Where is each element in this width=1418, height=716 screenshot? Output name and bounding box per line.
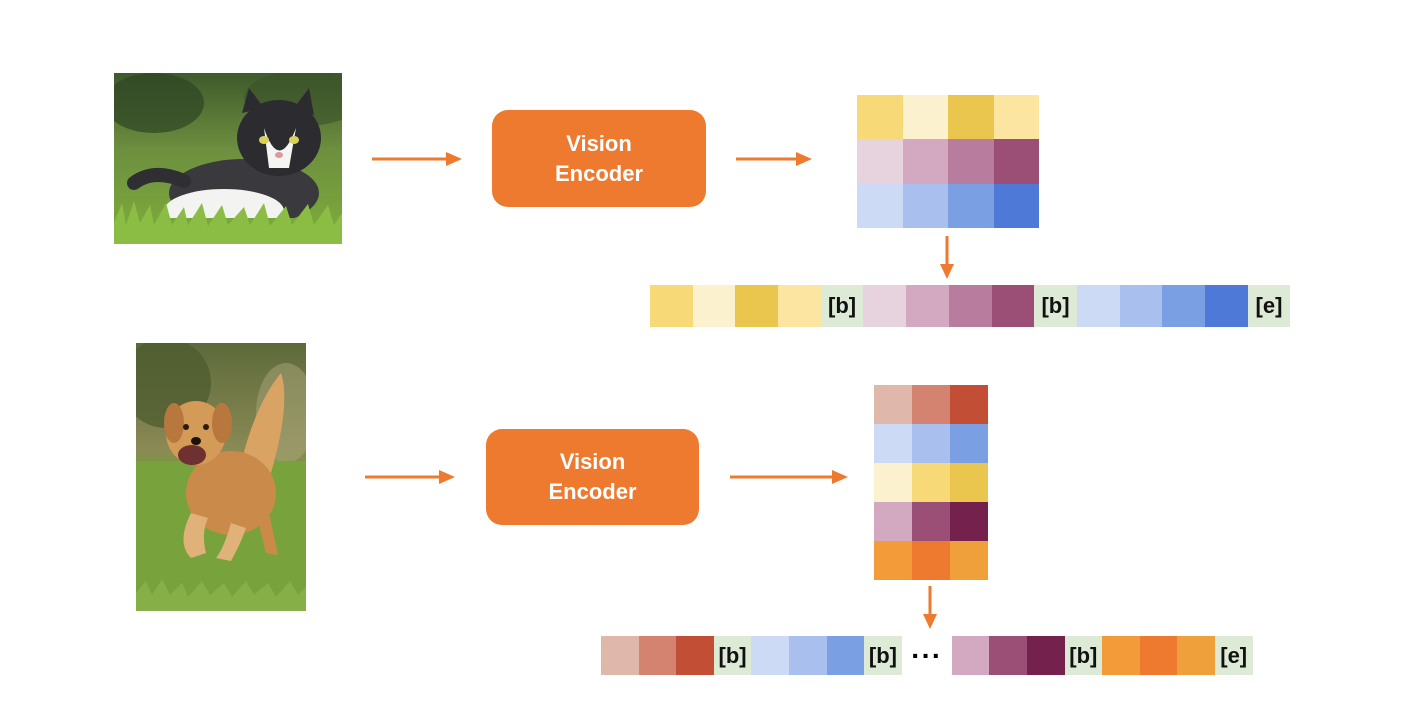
encoder-label-line2: Encoder [548,479,637,504]
token-dog [676,636,714,675]
dog-feature-cell [950,541,988,580]
token-dog [751,636,789,675]
token-dog [989,636,1027,675]
arrow-grid-to-sequence-2 [923,586,937,629]
dog-feature-grid [874,385,988,580]
dog-feature-cell [912,424,950,463]
dog-image [136,343,306,611]
cat-feature-cell [902,95,948,140]
begin-token: [b] [1064,636,1103,675]
token-cat [650,285,693,327]
token-dog [1026,636,1065,675]
token-cat [948,285,992,327]
cat-feature-cell [857,183,903,228]
token-cat [863,285,907,327]
token-cat [692,285,736,327]
dog-feature-cell [912,541,950,580]
ellipsis: ··· [901,636,952,675]
dog-feature-cell [950,463,988,502]
token-dog [826,636,865,675]
begin-token: [b] [713,636,752,675]
token-cat [778,285,821,327]
token-dog [1177,636,1215,675]
encoder-label-line1: Vision [566,130,632,156]
cat-feature-cell [948,95,994,140]
cat-feature-cell [902,183,948,228]
token-cat [1076,285,1120,327]
vision-encoder-box-2: Vision Encoder [486,429,699,525]
end-token: [e] [1214,636,1253,675]
token-cat [1119,285,1163,327]
token-cat [735,285,779,327]
dog-feature-cell [950,385,988,424]
dog-token-sequence: [b][b]···[b][e] [601,636,1253,675]
cat-feature-cell [857,139,903,184]
encoder-label-line2: Encoder [554,160,644,186]
token-dog [1139,636,1178,675]
cat-feature-cell [993,95,1039,140]
cat-image [114,73,342,244]
cat-feature-grid [857,95,1039,228]
dog-feature-cell [912,385,950,424]
cat-feature-cell [948,183,994,228]
arrow-image-to-encoder-2 [365,470,455,484]
cat-feature-cell [948,139,994,184]
vision-encoder-box-1: Vision Encoder [492,110,706,207]
cat-feature-cell [902,139,948,184]
cat-feature-cell [993,139,1039,184]
token-dog [951,636,990,675]
dog-feature-cell [874,502,912,541]
dog-feature-cell [874,463,912,502]
token-cat [991,285,1035,327]
dog-feature-cell [950,424,988,463]
token-dog [788,636,827,675]
arrow-encoder-to-grid-2 [730,470,848,484]
cat-feature-cell [993,183,1039,228]
cat-feature-cell [857,95,903,140]
arrow-grid-to-sequence-1 [940,236,954,279]
dog-feature-cell [912,463,950,502]
dog-feature-cell [874,424,912,463]
dog-feature-cell [874,541,912,580]
token-cat [906,285,949,327]
token-cat [1162,285,1205,327]
token-cat [1204,285,1248,327]
dog-feature-cell [912,502,950,541]
arrow-image-to-encoder-1 [372,152,462,166]
begin-token: [b] [864,636,902,675]
token-dog [638,636,677,675]
end-token: [e] [1247,285,1291,327]
begin-token: [b] [820,285,864,327]
arrow-encoder-to-grid-1 [736,152,812,166]
dog-feature-cell [874,385,912,424]
begin-token: [b] [1034,285,1077,327]
token-dog [1102,636,1140,675]
encoder-label-line1: Vision [559,449,626,474]
token-dog [601,636,639,675]
dog-feature-cell [950,502,988,541]
cat-token-sequence: [b] [b] [e] [650,285,1291,327]
